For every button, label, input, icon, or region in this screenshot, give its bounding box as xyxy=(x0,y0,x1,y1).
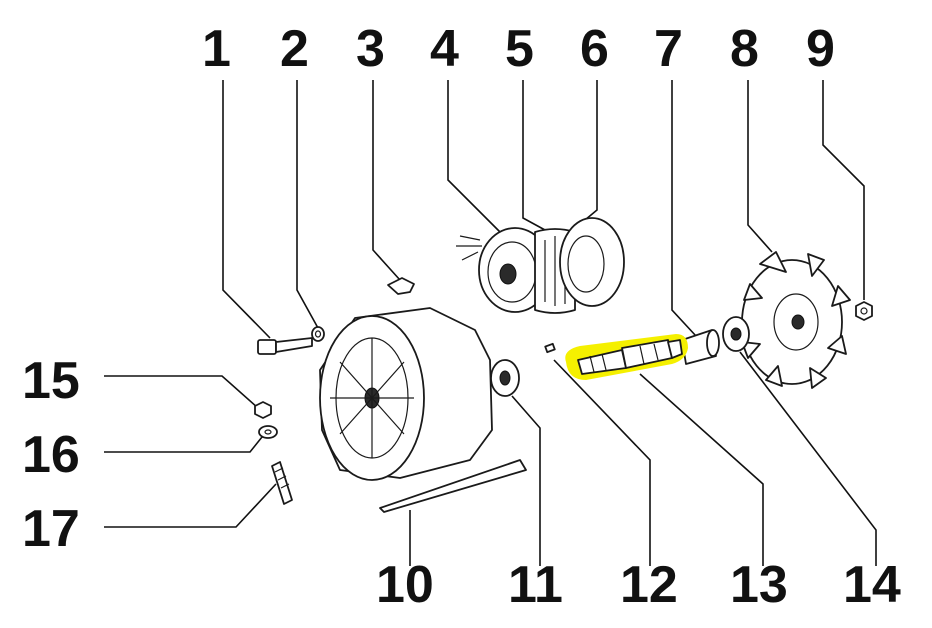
callout-4[interactable]: 4 xyxy=(430,20,459,78)
callout-3[interactable]: 3 xyxy=(356,20,385,78)
callout-15[interactable]: 15 xyxy=(22,352,80,410)
part-16-washer[interactable] xyxy=(258,425,278,439)
callout-7[interactable]: 7 xyxy=(654,20,683,78)
leader-3 xyxy=(372,80,401,281)
callout-9[interactable]: 9 xyxy=(806,20,835,78)
callout-17[interactable]: 17 xyxy=(22,500,80,558)
part-9-nut[interactable] xyxy=(855,301,873,321)
callout-2[interactable]: 2 xyxy=(280,20,309,78)
callout-8[interactable]: 8 xyxy=(730,20,759,78)
leader-8 xyxy=(747,80,773,253)
part-6-flywheel[interactable] xyxy=(559,217,625,307)
part-14-bearing[interactable] xyxy=(722,316,750,352)
leader-11 xyxy=(511,395,541,566)
leader-5 xyxy=(522,80,546,231)
callout-12[interactable]: 12 xyxy=(620,556,678,614)
leader-16 xyxy=(104,431,267,453)
part-2-washer[interactable] xyxy=(311,326,325,342)
callout-10[interactable]: 10 xyxy=(376,556,434,614)
part-11-bearing[interactable] xyxy=(490,359,520,397)
leader-2 xyxy=(296,80,319,329)
callout-1[interactable]: 1 xyxy=(202,20,231,78)
callout-14[interactable]: 14 xyxy=(843,556,901,614)
part-13-shaft[interactable] xyxy=(565,334,688,380)
leader-4 xyxy=(447,80,501,233)
part-1-bolt[interactable] xyxy=(257,337,313,355)
leader-15 xyxy=(104,375,259,409)
part-8-fan[interactable] xyxy=(741,251,851,389)
leader-1 xyxy=(222,80,271,339)
callout-6[interactable]: 6 xyxy=(580,20,609,78)
leader-14 xyxy=(739,351,877,566)
leader-9 xyxy=(822,80,865,300)
leader-13 xyxy=(639,373,764,566)
leader-12 xyxy=(553,359,651,566)
part-7-bushing[interactable] xyxy=(681,329,720,365)
part-17-stud[interactable] xyxy=(271,461,293,505)
part-10-housing[interactable] xyxy=(319,307,527,513)
part-3-clip[interactable] xyxy=(387,277,415,295)
part-12-key[interactable] xyxy=(544,342,556,354)
leader-17 xyxy=(104,483,277,528)
callout-5[interactable]: 5 xyxy=(505,20,534,78)
part-15-nut[interactable] xyxy=(254,401,272,419)
callout-16[interactable]: 16 xyxy=(22,426,80,484)
leader-lines xyxy=(104,80,877,566)
leader-7 xyxy=(671,80,697,337)
callout-13[interactable]: 13 xyxy=(730,556,788,614)
leader-6 xyxy=(584,80,598,221)
callout-11[interactable]: 11 xyxy=(508,556,563,614)
